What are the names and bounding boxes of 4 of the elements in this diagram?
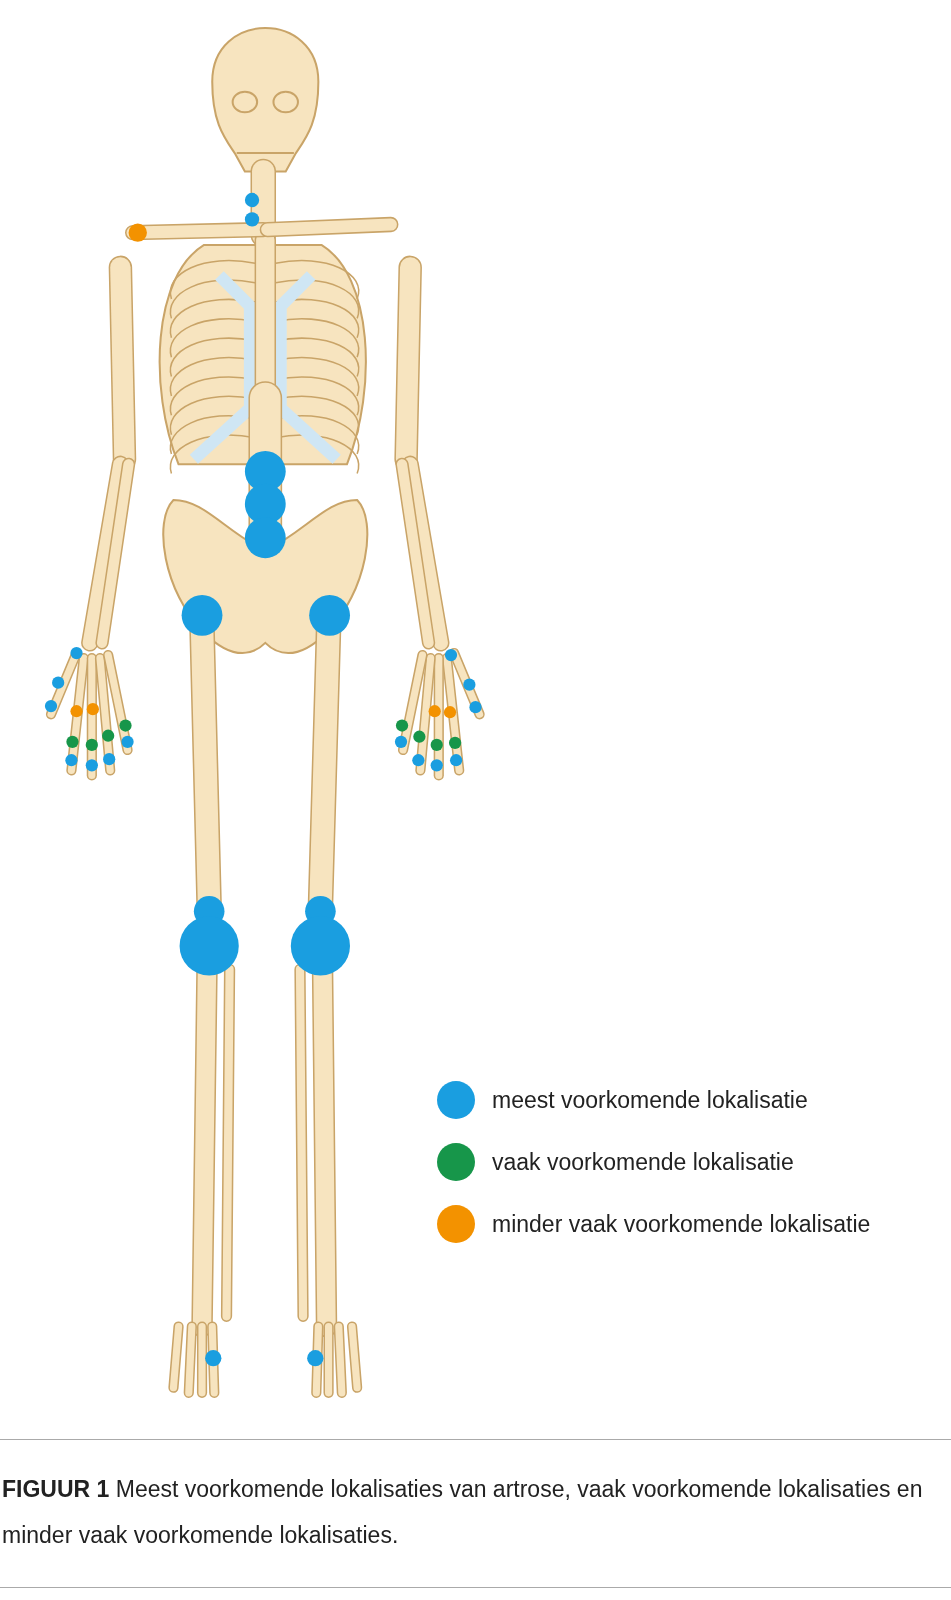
figure-caption: FIGUUR 1 Meest voorkomende lokalisaties van artrose, vaak voorkomende lokalisaties en minder vaak voorkomende lokalisaties. <box>2 1475 924 1550</box>
legend-label: vaak voorkomende lokalisatie <box>492 1148 794 1176</box>
legend-label: meest voorkomende lokalisatie <box>492 1086 808 1114</box>
legend-label: minder vaak voorkomende lokalisatie <box>492 1210 871 1238</box>
